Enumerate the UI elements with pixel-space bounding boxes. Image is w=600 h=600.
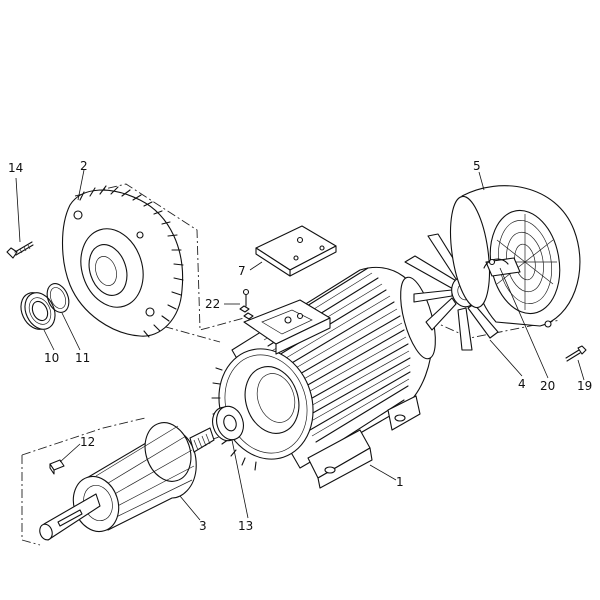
callout-10: 10	[44, 351, 59, 365]
callout-4: 4	[518, 377, 526, 391]
callout-7: 7	[238, 264, 246, 278]
leader-lines	[15, 169, 585, 521]
callout-13: 13	[238, 519, 253, 533]
stator-frame-part-1	[211, 266, 436, 489]
callout-19: 19	[577, 379, 592, 393]
callout-20: 20	[540, 379, 555, 393]
bolt-part-14	[6, 241, 34, 259]
bolt-part-19	[565, 345, 587, 362]
fan-clamp-part-20	[483, 258, 509, 269]
washer-part-13	[212, 405, 244, 442]
callout-22: 22	[205, 297, 220, 311]
callout-2: 2	[80, 159, 88, 173]
callout-14: 14	[8, 161, 23, 175]
end-shield-part-2	[61, 185, 184, 338]
callout-12: 12	[80, 435, 95, 449]
terminal-cover-part-7	[255, 225, 337, 277]
callout-5: 5	[473, 159, 481, 173]
bearing-part-10	[20, 292, 56, 330]
callout-3: 3	[199, 519, 207, 533]
fan-cover-part-5	[449, 185, 581, 328]
callout-1: 1	[396, 475, 404, 489]
callout-labels: 1 2 3 4 5 7 10 11 12 13 14 19 20 22	[8, 159, 592, 533]
key-part-12	[49, 459, 65, 475]
screws-part-22	[239, 288, 254, 320]
circlip-part-11	[46, 283, 70, 313]
callout-11: 11	[75, 351, 90, 365]
rotor-part-3	[39, 422, 215, 541]
